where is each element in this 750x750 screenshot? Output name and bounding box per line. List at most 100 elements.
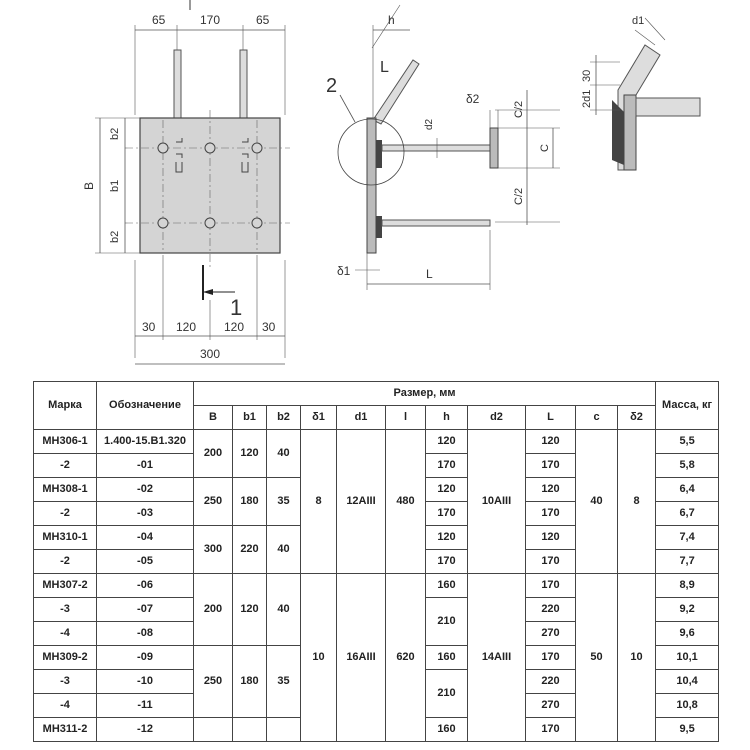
cell-designation: -03 bbox=[96, 501, 194, 526]
table-row: МН306-1 1.400-15.В1.320 200 120 40 8 12A… bbox=[33, 429, 720, 574]
cell-mark: МН311-2 bbox=[33, 717, 97, 742]
header-h: h bbox=[425, 405, 468, 430]
side-label-c-half-top: C/2 bbox=[513, 101, 525, 118]
cell-L: 220 bbox=[525, 669, 576, 694]
table-row: МН308-1 -02 250 180 35 120 120 6,4 bbox=[33, 477, 720, 526]
cell-l: 480 bbox=[385, 429, 426, 574]
header-b1: b1 bbox=[232, 405, 267, 430]
cell-designation: -02 bbox=[96, 477, 194, 502]
cell-designation: -05 bbox=[96, 549, 194, 574]
cell-mass: 10,4 bbox=[655, 669, 720, 694]
header-c: c bbox=[575, 405, 618, 430]
cell-b1: 120 bbox=[232, 573, 267, 646]
header-mark: Марка bbox=[33, 381, 97, 430]
cell-mass: 7,4 bbox=[655, 525, 720, 550]
cell-delta2: 8 bbox=[616, 429, 657, 574]
cell-b1: 180 bbox=[232, 645, 267, 718]
cell-mark: -4 bbox=[33, 693, 97, 718]
cell-B: 250 bbox=[193, 645, 233, 718]
plan-side-b1: b1 bbox=[109, 180, 121, 192]
plan-labels: 65 170 65 b2 b1 b2 B 1 30 120 120 30 300 bbox=[82, 13, 276, 361]
cell-L: 220 bbox=[525, 597, 576, 622]
cell-h: 210 bbox=[425, 597, 468, 646]
table-row: -3 -10 210 220 10,4 bbox=[33, 669, 720, 718]
plan-side-b2-top: b2 bbox=[109, 128, 121, 140]
cell-mass: 9,5 bbox=[655, 717, 720, 742]
cell-L: 120 bbox=[525, 525, 576, 550]
header-size-group: Размер, мм bbox=[192, 381, 657, 406]
cell-d2: 10AIII bbox=[467, 429, 526, 574]
detail-labels: d1 30 2d1 bbox=[581, 15, 644, 108]
cell-mass: 9,2 bbox=[655, 597, 720, 622]
side-label-c-half-bottom: C/2 bbox=[513, 188, 525, 205]
cell-mass: 5,8 bbox=[655, 453, 720, 478]
cell-designation: -11 bbox=[96, 693, 194, 718]
side-label-h: h bbox=[388, 13, 395, 27]
cell-L: 270 bbox=[525, 693, 576, 718]
cell-h: 170 bbox=[425, 501, 468, 526]
cell-designation: -08 bbox=[96, 621, 194, 646]
cell-h: 120 bbox=[425, 429, 468, 454]
cell-L: 120 bbox=[525, 429, 576, 454]
table-row: МН311-2 -12 160 170 9,5 bbox=[33, 717, 720, 742]
cell-B: 250 bbox=[193, 477, 233, 526]
cell-L: 120 bbox=[525, 477, 576, 502]
cell-mark: МН307-2 bbox=[33, 573, 97, 598]
plan-bottom-dim-3: 120 bbox=[224, 320, 244, 334]
cell-h: 170 bbox=[425, 453, 468, 478]
plan-total-width: 300 bbox=[200, 347, 220, 361]
header-B: B bbox=[193, 405, 233, 430]
cell-delta2: 10 bbox=[616, 573, 657, 742]
side-callout-2: 2 bbox=[326, 75, 337, 97]
cell-L: 170 bbox=[525, 453, 576, 478]
header-d2: d2 bbox=[467, 405, 526, 430]
cell-B: 200 bbox=[193, 429, 233, 478]
cell-h: 210 bbox=[425, 669, 468, 718]
cell-mark: -4 bbox=[33, 621, 97, 646]
cell-b2: 35 bbox=[266, 645, 301, 718]
cell-B: 200 bbox=[193, 573, 233, 646]
cell-L: 170 bbox=[525, 573, 576, 598]
cell-designation: -10 bbox=[96, 669, 194, 694]
detail-label-2d1: 2d1 bbox=[581, 90, 593, 108]
cell-L: 170 bbox=[525, 717, 576, 742]
plan-side-b2-bottom: b2 bbox=[109, 231, 121, 243]
cell-L: 170 bbox=[525, 549, 576, 574]
cell-delta1: 8 bbox=[300, 429, 337, 574]
cell-L: 170 bbox=[525, 645, 576, 670]
cell-mass: 5,5 bbox=[655, 429, 720, 454]
cell-b1: 120 bbox=[232, 429, 267, 478]
header-L: L bbox=[525, 405, 576, 430]
cell-b1 bbox=[232, 717, 267, 742]
plan-bottom-dim-1: 30 bbox=[142, 320, 156, 334]
cell-designation: -06 bbox=[96, 573, 194, 598]
cell-B bbox=[193, 717, 233, 742]
cell-d1: 16AIII bbox=[336, 573, 386, 742]
side-view bbox=[337, 4, 560, 290]
cell-designation: -09 bbox=[96, 645, 194, 670]
spec-table: Марка Обозначение Размер, мм Масса, кг B… bbox=[33, 381, 720, 742]
side-label-delta1: δ1 bbox=[337, 264, 351, 278]
plan-top-dim-1: 65 bbox=[152, 13, 166, 27]
cell-mass: 9,6 bbox=[655, 621, 720, 646]
plan-top-dim-2: 170 bbox=[200, 13, 220, 27]
header-d1: d1 bbox=[336, 405, 386, 430]
cell-mark: МН306-1 bbox=[33, 429, 97, 454]
cell-L: 270 bbox=[525, 621, 576, 646]
plan-plate bbox=[139, 117, 281, 254]
detail-view bbox=[590, 17, 701, 171]
cell-mark: -3 bbox=[33, 597, 97, 622]
side-label-delta2: δ2 bbox=[466, 92, 480, 106]
detail-label-d1: d1 bbox=[632, 15, 644, 27]
side-labels: 2 h L d2 δ2 C/2 C C/2 δ1 L bbox=[326, 13, 551, 281]
cell-mass: 6,7 bbox=[655, 501, 720, 526]
plan-view bbox=[95, 0, 290, 365]
header-designation: Обозначение bbox=[96, 381, 194, 430]
cell-mark: МН308-1 bbox=[33, 477, 97, 502]
side-label-c: C bbox=[539, 144, 551, 152]
plan-side-B: B bbox=[82, 182, 96, 190]
cell-B: 300 bbox=[193, 525, 233, 574]
cell-mass: 10,1 bbox=[655, 645, 720, 670]
cell-mass: 6,4 bbox=[655, 477, 720, 502]
cell-b2: 40 bbox=[266, 573, 301, 646]
